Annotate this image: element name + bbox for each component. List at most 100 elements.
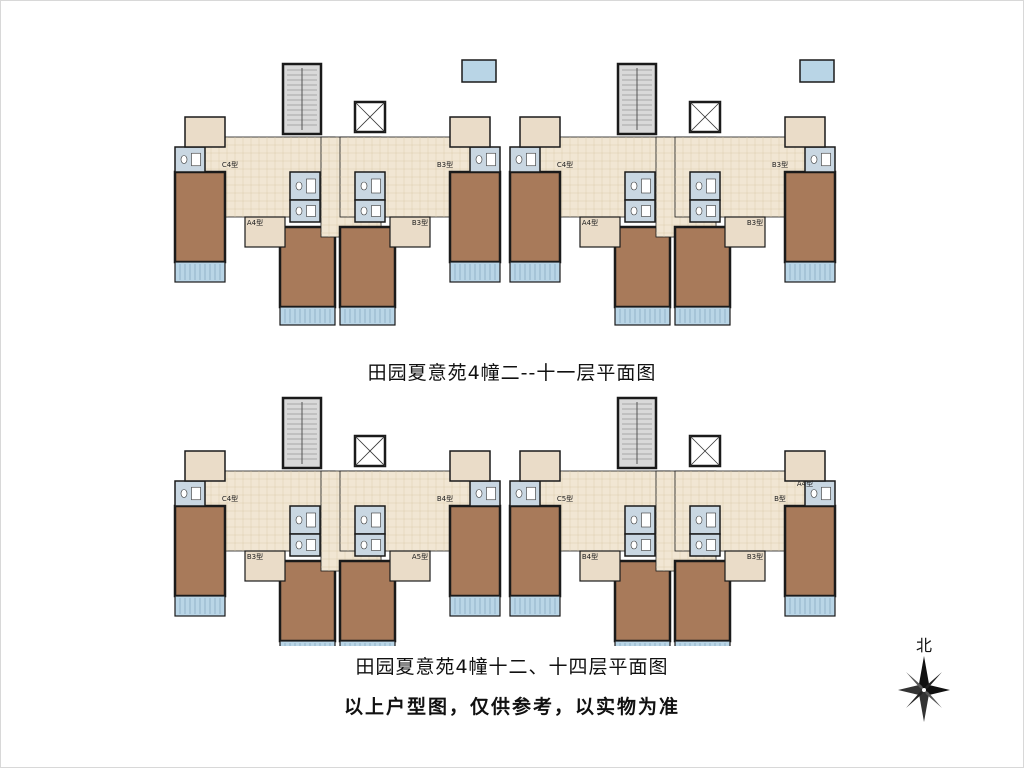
bedroom: [783, 170, 837, 264]
unit-type-label: A5型: [412, 552, 428, 561]
balcony: [279, 306, 336, 326]
disclaimer-note: 以上户型图，仅供参考，以实物为准: [343, 696, 680, 718]
dining-room: [244, 216, 286, 248]
basin-icon: [371, 539, 381, 551]
bedroom: [338, 225, 397, 309]
toilet-icon: [295, 181, 303, 191]
dining-room: [579, 550, 621, 582]
roof-water-tank: [461, 59, 497, 83]
bedroom: [338, 559, 397, 643]
balcony: [614, 640, 671, 646]
bedroom: [448, 504, 502, 598]
bedroom: [783, 504, 837, 598]
dining-room: [244, 550, 286, 582]
basin-icon: [641, 512, 651, 528]
basin-icon: [191, 486, 201, 501]
toilet-icon: [360, 540, 368, 550]
unit-type-label: C4型: [557, 160, 573, 169]
basin-icon: [821, 486, 831, 501]
toilet-icon: [360, 181, 368, 191]
north-label: 北: [915, 636, 932, 655]
bedroom: [278, 559, 337, 643]
toilet-icon: [295, 206, 303, 216]
room: [449, 450, 491, 482]
basin-icon: [191, 152, 201, 167]
basin-icon: [706, 205, 716, 217]
toilet-icon: [360, 515, 368, 525]
unit-type-label: B3型: [747, 552, 763, 561]
toilet-icon: [810, 155, 818, 164]
dining-room: [579, 216, 621, 248]
bedroom: [173, 170, 227, 264]
basin-icon: [641, 178, 651, 194]
plan-caption-12-14: 田园夏意苑4幢十二、十四层平面图: [355, 656, 669, 678]
balcony: [674, 640, 731, 646]
basin-icon: [371, 178, 381, 194]
unit-type-label: B3型: [772, 160, 788, 169]
unit-type-label: B型: [774, 494, 786, 503]
basin-icon: [486, 486, 496, 501]
basin-icon: [486, 152, 496, 167]
toilet-icon: [695, 181, 703, 191]
toilet-icon: [515, 155, 523, 164]
dining-room: [389, 216, 431, 248]
toilet-icon: [360, 206, 368, 216]
bedroom: [613, 225, 672, 309]
basin-icon: [641, 205, 651, 217]
bedroom: [173, 504, 227, 598]
toilet-icon: [630, 206, 638, 216]
balcony: [339, 640, 396, 646]
dining-room: [724, 216, 766, 248]
dining-room: [389, 550, 431, 582]
basin-icon: [706, 539, 716, 551]
bedroom: [448, 170, 502, 264]
basin-icon: [306, 512, 316, 528]
room: [184, 116, 226, 148]
basin-icon: [706, 512, 716, 528]
bedroom: [278, 225, 337, 309]
toilet-icon: [630, 515, 638, 525]
plan-caption-2-11: 田园夏意苑4幢二--十一层平面图: [367, 362, 657, 384]
toilet-icon: [695, 540, 703, 550]
roof-water-tank: [799, 59, 835, 83]
bedroom: [508, 504, 562, 598]
dining-room: [724, 550, 766, 582]
balcony: [339, 306, 396, 326]
unit-type-label: C5型: [557, 494, 573, 503]
bedroom: [673, 559, 732, 643]
basin-icon: [371, 205, 381, 217]
balcony: [279, 640, 336, 646]
room: [449, 116, 491, 148]
toilet-icon: [695, 206, 703, 216]
unit-type-label: A4型: [582, 218, 598, 227]
bedroom: [673, 225, 732, 309]
room: [519, 450, 561, 482]
basin-icon: [306, 205, 316, 217]
basin-icon: [371, 512, 381, 528]
unit-type-label: B4型: [437, 494, 453, 503]
toilet-icon: [475, 489, 483, 498]
room: [519, 116, 561, 148]
basin-icon: [706, 178, 716, 194]
basin-icon: [641, 539, 651, 551]
toilet-icon: [515, 489, 523, 498]
basin-icon: [306, 539, 316, 551]
basin-icon: [526, 486, 536, 501]
unit-type-label: B4型: [582, 552, 598, 561]
room: [784, 116, 826, 148]
unit-type-label: A4型: [247, 218, 263, 227]
toilet-icon: [475, 155, 483, 164]
balcony: [614, 306, 671, 326]
toilet-icon: [695, 515, 703, 525]
unit-type-label: C4型: [222, 494, 238, 503]
unit-type-label: B3型: [437, 160, 453, 169]
unit-type-label: C4型: [222, 160, 238, 169]
bedroom: [508, 170, 562, 264]
unit-type-label: B3型: [747, 218, 763, 227]
unit-type-label: B3型: [247, 552, 263, 561]
toilet-icon: [295, 515, 303, 525]
